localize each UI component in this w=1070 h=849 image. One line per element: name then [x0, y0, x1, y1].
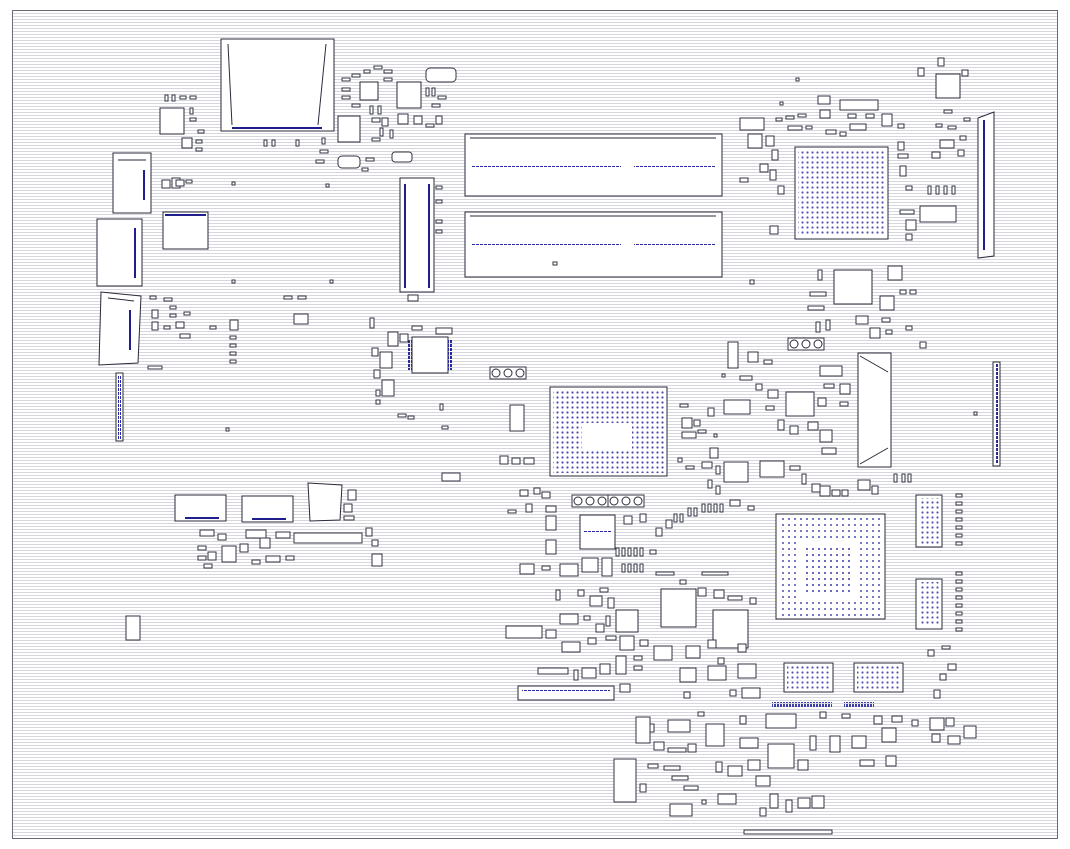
small-parts-left	[147, 177, 334, 432]
jumpers-center-bottom	[571, 494, 645, 508]
memory-slot-1	[464, 133, 723, 197]
connector-left-2	[96, 218, 143, 287]
small-parts-center	[441, 341, 978, 497]
connector-left-3	[98, 291, 142, 366]
small-parts-right-edge	[927, 493, 963, 699]
memory-slot-2	[464, 211, 723, 278]
bga-center-cpu	[549, 386, 668, 477]
connector-left-1	[112, 152, 152, 214]
components-bottom-cluster	[613, 711, 977, 817]
small-parts-center-bottom	[505, 487, 761, 701]
connector-left-vertical	[115, 372, 124, 442]
memory-chips-right	[783, 494, 943, 693]
battery-holder-small	[787, 337, 825, 351]
connectors-bottom-left	[125, 482, 363, 641]
ic-left-square	[162, 211, 209, 250]
connector-center-right-vertical	[857, 352, 892, 468]
ic-center-bottom	[579, 514, 749, 649]
connector-right-vertical-mid	[992, 361, 1001, 467]
bga-top-right	[794, 146, 889, 240]
small-parts-top-right	[739, 57, 971, 349]
bga-bottom-right-gpu	[775, 513, 886, 620]
small-parts-top-left	[164, 65, 447, 188]
edge-connector-bottom	[517, 685, 615, 701]
ic-top-right	[833, 73, 961, 305]
connector-right-vertical-top	[977, 111, 995, 259]
ic-top-left-small	[159, 67, 457, 169]
small-parts-bottom-left	[197, 489, 383, 569]
edge-connector-bottom-strip	[743, 702, 874, 835]
connector-top-left-large	[220, 38, 335, 132]
connector-center-vertical	[399, 177, 435, 293]
jumper-center-left	[489, 366, 527, 380]
small-parts-center-left	[369, 185, 453, 430]
ic-center-left	[408, 336, 452, 374]
